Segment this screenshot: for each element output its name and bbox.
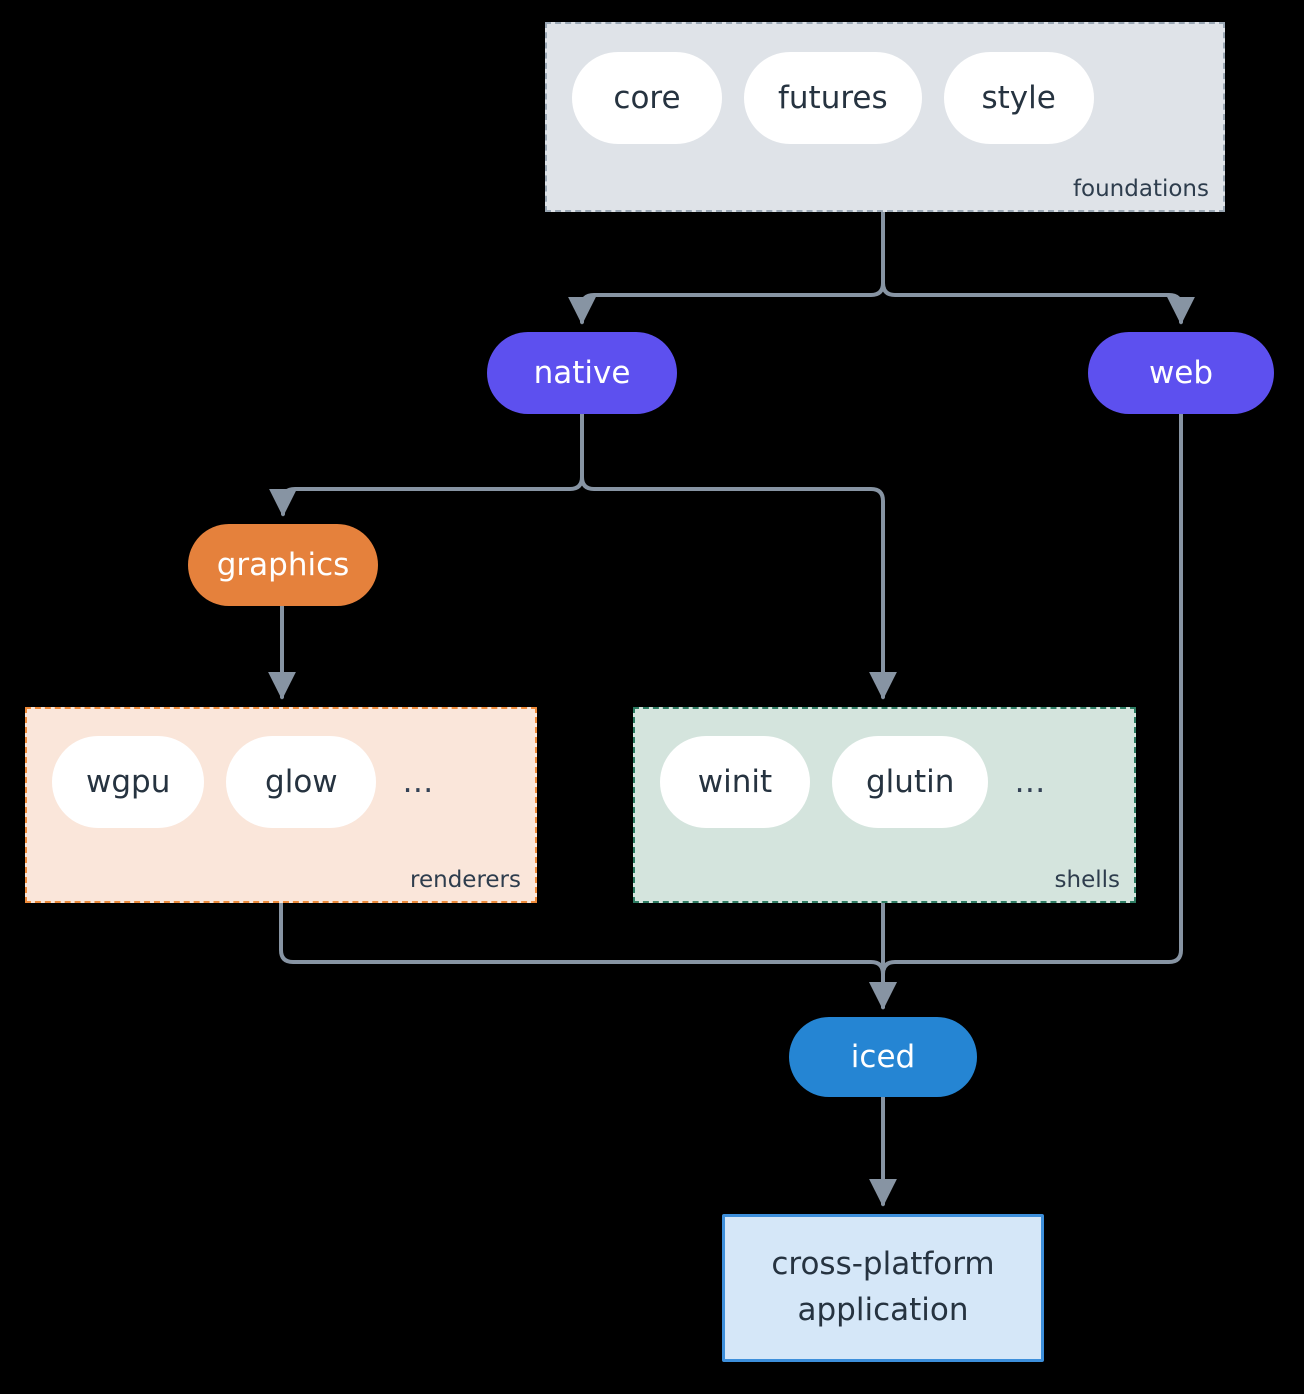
cluster-foundations-items: core futures style	[572, 52, 1094, 144]
node-wgpu[interactable]: wgpu	[52, 736, 205, 828]
node-core[interactable]: core	[572, 52, 722, 144]
edge-foundations-native	[568, 210, 885, 325]
node-web[interactable]: web	[1088, 332, 1274, 414]
cluster-foundations: core futures style foundations	[545, 22, 1225, 212]
edge-native-shells	[580, 412, 897, 700]
node-graphics[interactable]: graphics	[188, 524, 378, 606]
cluster-shells: winit glutin … shells	[633, 707, 1136, 903]
shells-ellipsis: …	[1014, 764, 1047, 800]
cluster-foundations-label: foundations	[1072, 176, 1209, 202]
cluster-renderers-items: wgpu glow …	[52, 736, 434, 828]
node-winit[interactable]: winit	[660, 736, 810, 828]
edge-renderers-iced	[279, 901, 897, 1010]
edge-native-graphics	[269, 412, 584, 517]
edge-foundations-web	[881, 210, 1195, 325]
cluster-shells-label: shells	[1054, 867, 1120, 893]
node-glutin[interactable]: glutin	[832, 736, 989, 828]
node-native[interactable]: native	[487, 332, 677, 414]
node-cross-platform-application[interactable]: cross-platform application	[722, 1214, 1044, 1362]
node-futures[interactable]: futures	[744, 52, 922, 144]
renderers-ellipsis: …	[402, 764, 435, 800]
node-glow[interactable]: glow	[226, 736, 377, 828]
cluster-shells-items: winit glutin …	[660, 736, 1046, 828]
application-line-1: cross-platform	[771, 1246, 995, 1283]
application-line-2: application	[797, 1292, 969, 1328]
cluster-renderers-label: renderers	[410, 867, 521, 893]
node-iced[interactable]: iced	[789, 1017, 977, 1097]
node-style[interactable]: style	[943, 52, 1094, 144]
cluster-renderers: wgpu glow … renderers	[25, 707, 537, 903]
